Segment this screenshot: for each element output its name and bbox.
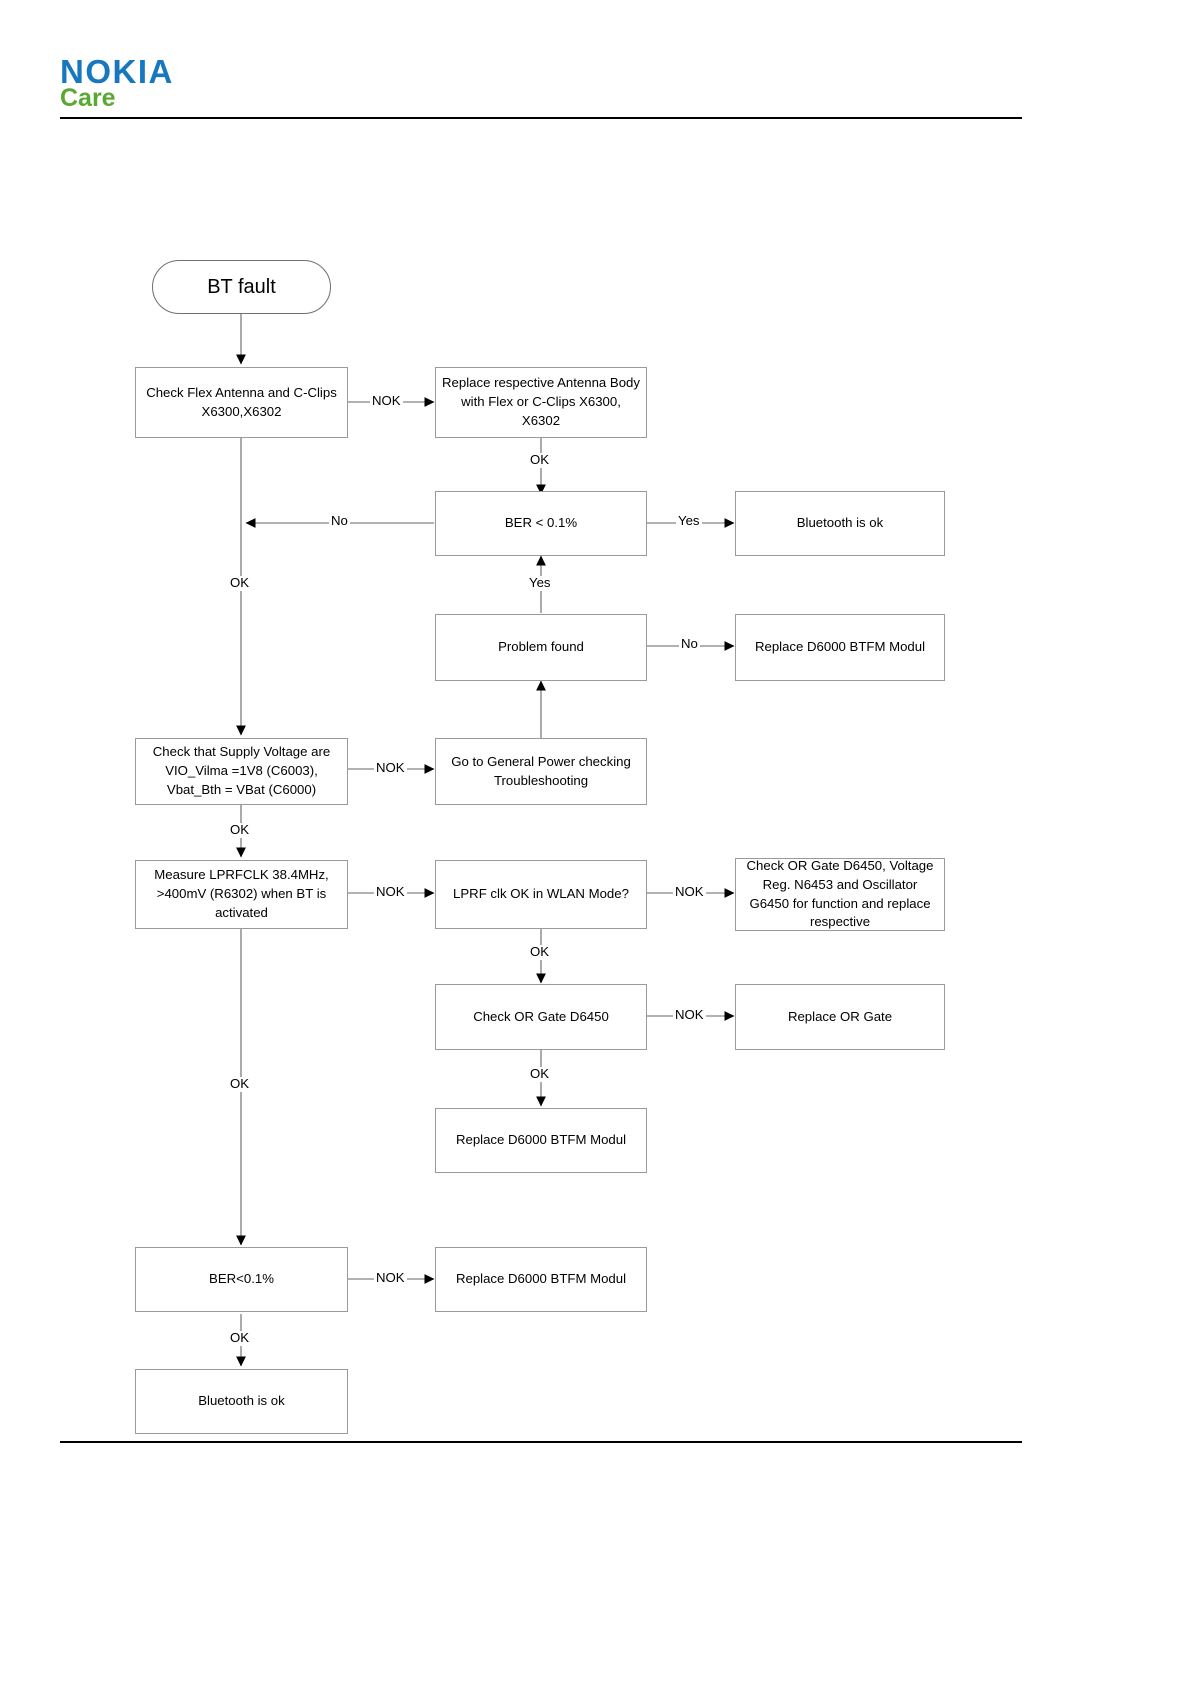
nokia-logo: NOKIA	[60, 53, 174, 90]
node-bluetooth-ok-1[interactable]: Bluetooth is ok	[735, 491, 945, 556]
node-label: LPRF clk OK in WLAN Mode?	[453, 886, 629, 902]
node-label: Measure LPRFCLK 38.4MHz, >400mV (R6302) …	[154, 867, 329, 920]
node-check-or-gate-voltage-reg[interactable]: Check OR Gate D6450, Voltage Reg. N6453 …	[735, 858, 945, 931]
page-header: NOKIA Care	[0, 0, 1191, 130]
edge-label-nok-lprf-wlan: NOK	[673, 884, 706, 900]
node-label: BER < 0.1%	[504, 515, 578, 531]
node-label: Bluetooth is ok	[796, 515, 884, 531]
node-replace-d6000-3[interactable]: Replace D6000 BTFM Modul	[435, 1247, 647, 1312]
node-label: Go to General Power checking Troubleshoo…	[451, 753, 631, 788]
edge-label-ok-check-supply: OK	[228, 822, 252, 838]
node-measure-lprfclk[interactable]: Measure LPRFCLK 38.4MHz, >400mV (R6302) …	[135, 860, 348, 929]
node-label: Check OR Gate D6450	[473, 1008, 609, 1024]
node-label: Replace D6000 BTFM Modul	[754, 639, 926, 655]
node-goto-general-power[interactable]: Go to General Power checking Troubleshoo…	[435, 738, 647, 805]
node-label: Check Flex Antenna and C-Clips X6300,X63…	[146, 384, 337, 419]
edge-label-ok-ber2: OK	[228, 1330, 252, 1346]
node-bluetooth-ok-2[interactable]: Bluetooth is ok	[135, 1369, 348, 1434]
edge-label-ok-measure-clk-spine: OK	[228, 1076, 252, 1092]
node-label: Check that Supply Voltage are VIO_Vilma …	[152, 744, 331, 797]
node-label: BT fault	[207, 275, 276, 298]
node-label: Bluetooth is ok	[198, 1393, 285, 1409]
edge-label-ok-replace-antenna: OK	[528, 452, 552, 468]
node-problem-found[interactable]: Problem found	[435, 614, 647, 681]
nokia-care-logo: Care	[60, 84, 116, 112]
node-label: Replace OR Gate	[787, 1008, 893, 1024]
edge-label-nok-check-or-gate: NOK	[673, 1007, 706, 1023]
edge-label-ok-check-or-gate: OK	[528, 1066, 552, 1082]
edge-label-ok-lprf-wlan: OK	[528, 944, 552, 960]
edge-label-nok-measure-clk: NOK	[374, 884, 407, 900]
edge-label-ok-check-flex-spine: OK	[228, 575, 252, 591]
node-replace-or-gate[interactable]: Replace OR Gate	[735, 984, 945, 1050]
node-ber-check-2[interactable]: BER<0.1%	[135, 1247, 348, 1312]
node-label: Check OR Gate D6450, Voltage Reg. N6453 …	[746, 858, 934, 930]
node-label: BER<0.1%	[209, 1271, 274, 1287]
node-check-flex-antenna[interactable]: Check Flex Antenna and C-Clips X6300,X63…	[135, 367, 348, 438]
node-label: Replace D6000 BTFM Modul	[455, 1132, 627, 1148]
node-replace-d6000-1[interactable]: Replace D6000 BTFM Modul	[735, 614, 945, 681]
node-replace-d6000-2[interactable]: Replace D6000 BTFM Modul	[435, 1108, 647, 1173]
node-label: Replace D6000 BTFM Modul	[455, 1271, 627, 1287]
edge-label-nok-check-supply: NOK	[374, 760, 407, 776]
edge-label-no-problem-found: No	[679, 636, 700, 652]
node-label: Problem found	[498, 639, 584, 655]
edge-label-nok-check-flex: NOK	[370, 393, 403, 409]
node-check-supply-voltage[interactable]: Check that Supply Voltage are VIO_Vilma …	[135, 738, 348, 805]
edge-label-nok-ber2: NOK	[374, 1270, 407, 1286]
header-divider	[60, 117, 1022, 119]
node-label: Replace respective Antenna Body with Fle…	[442, 375, 640, 428]
edge-label-yes-ber1: Yes	[676, 513, 702, 529]
footer-divider	[60, 1441, 1022, 1443]
edge-label-no-ber1: No	[329, 513, 350, 529]
edge-label-yes-problem-found: Yes	[527, 575, 553, 591]
node-replace-antenna-body[interactable]: Replace respective Antenna Body with Fle…	[435, 367, 647, 438]
node-start-bt-fault[interactable]: BT fault	[152, 260, 331, 314]
node-ber-check-1[interactable]: BER < 0.1%	[435, 491, 647, 556]
node-lprf-clk-wlan-mode[interactable]: LPRF clk OK in WLAN Mode?	[435, 860, 647, 929]
node-check-or-gate[interactable]: Check OR Gate D6450	[435, 984, 647, 1050]
